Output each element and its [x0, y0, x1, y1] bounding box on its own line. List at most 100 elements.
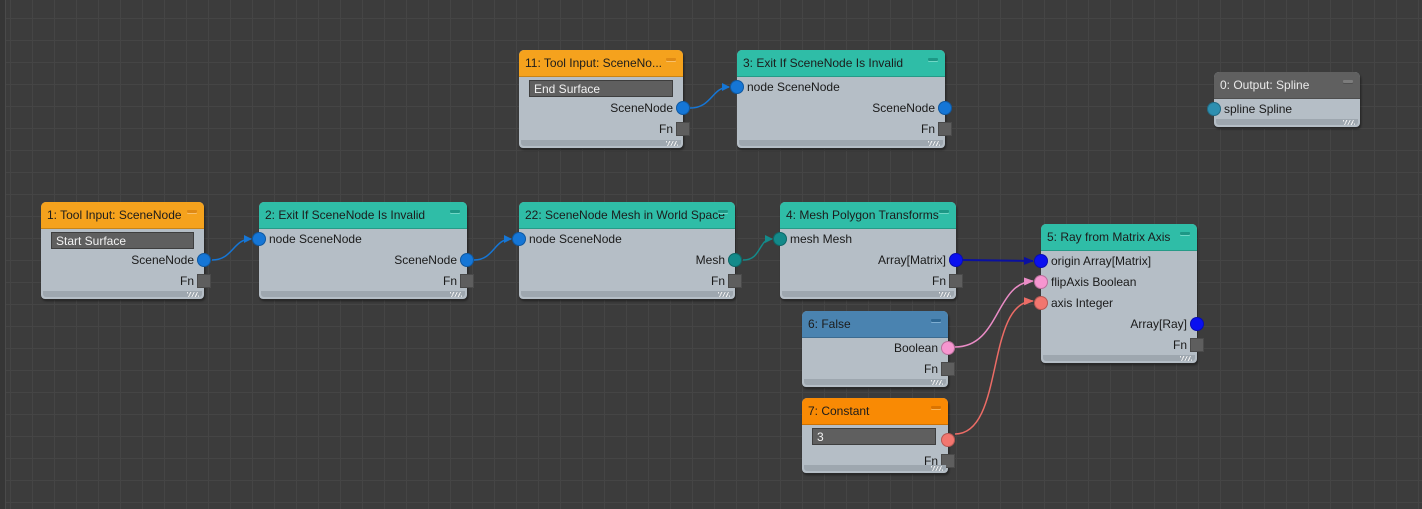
- node-scenenode-mesh-world-space[interactable]: 22: SceneNode Mesh in World Space node S…: [512, 202, 742, 299]
- resize-grip-icon[interactable]: [450, 292, 462, 297]
- input-label: node SceneNode: [529, 232, 622, 246]
- node-title: 22: SceneNode Mesh in World Space: [525, 208, 725, 222]
- node-header[interactable]: 5: Ray from Matrix Axis: [1041, 224, 1197, 251]
- minimize-icon[interactable]: [1343, 80, 1353, 83]
- minimize-icon[interactable]: [931, 319, 941, 322]
- fn-label: Fn: [658, 122, 673, 136]
- fn-port[interactable]: [676, 122, 690, 136]
- node-tool-input-end-surface[interactable]: 11: Tool Input: SceneNo... End Surface S…: [519, 50, 690, 148]
- wire-2-to-22[interactable]: [473, 235, 512, 261]
- node-header[interactable]: 0: Output: Spline: [1214, 72, 1360, 99]
- minimize-icon[interactable]: [928, 58, 938, 61]
- scenenode-output-port[interactable]: [676, 101, 690, 115]
- input-label: flipAxis Boolean: [1051, 275, 1137, 289]
- mesh-output-port[interactable]: [728, 253, 742, 267]
- fn-port[interactable]: [949, 274, 963, 288]
- integer-output-port[interactable]: [941, 433, 955, 447]
- wire-6-to-5[interactable]: [954, 277, 1034, 348]
- resize-grip-icon[interactable]: [928, 141, 940, 146]
- node-tool-input-start-surface[interactable]: 1: Tool Input: SceneNode Start Surface S…: [41, 202, 211, 299]
- output-label: Array[Ray]: [1130, 317, 1187, 331]
- node-footer: [1043, 355, 1195, 361]
- input-label: axis Integer: [1051, 296, 1114, 310]
- scenenode-output-port[interactable]: [460, 253, 474, 267]
- node-mesh-polygon-transforms[interactable]: 4: Mesh Polygon Transforms mesh Mesh Arr…: [773, 202, 963, 299]
- canvas-left-edge: [0, 0, 6, 509]
- input-label: spline Spline: [1224, 102, 1293, 116]
- node-header[interactable]: 4: Mesh Polygon Transforms: [780, 202, 956, 229]
- node-input-port[interactable]: [730, 80, 744, 94]
- fn-port[interactable]: [941, 362, 955, 376]
- resize-grip-icon[interactable]: [931, 380, 943, 385]
- constant-value-field[interactable]: 3: [812, 428, 936, 445]
- minimize-icon[interactable]: [187, 210, 197, 213]
- surface-name-field[interactable]: End Surface: [529, 80, 673, 97]
- node-header[interactable]: 2: Exit If SceneNode Is Invalid: [259, 202, 467, 229]
- node-title: 11: Tool Input: SceneNo...: [525, 56, 662, 70]
- scenenode-output-port[interactable]: [938, 101, 952, 115]
- fn-label: Fn: [920, 122, 935, 136]
- node-exit-if-scenenode-invalid-3[interactable]: 3: Exit If SceneNode Is Invalid node Sce…: [730, 50, 952, 148]
- resize-grip-icon[interactable]: [1343, 120, 1355, 125]
- node-header[interactable]: 11: Tool Input: SceneNo...: [519, 50, 683, 77]
- node-constant[interactable]: 7: Constant 3 Fn: [802, 398, 955, 473]
- node-footer: [782, 291, 954, 297]
- origin-input-port[interactable]: [1034, 254, 1048, 268]
- node-header[interactable]: 7: Constant: [802, 398, 948, 425]
- node-exit-if-scenenode-invalid-2[interactable]: 2: Exit If SceneNode Is Invalid node Sce…: [252, 202, 474, 299]
- minimize-icon[interactable]: [1180, 232, 1190, 235]
- output-label: SceneNode: [394, 253, 457, 267]
- resize-grip-icon[interactable]: [1180, 356, 1192, 361]
- spline-input-port[interactable]: [1207, 102, 1221, 116]
- minimize-icon[interactable]: [718, 210, 728, 213]
- surface-name-field[interactable]: Start Surface: [51, 232, 194, 249]
- node-footer: [521, 291, 733, 297]
- wire-7-to-5[interactable]: [954, 297, 1034, 435]
- node-title: 4: Mesh Polygon Transforms: [786, 208, 939, 222]
- fn-label: Fn: [931, 274, 946, 288]
- wire-22-to-4[interactable]: [742, 235, 773, 261]
- output-label: Array[Matrix]: [877, 253, 946, 267]
- resize-grip-icon[interactable]: [666, 141, 678, 146]
- wire-4-to-5[interactable]: [962, 256, 1034, 265]
- fn-port[interactable]: [728, 274, 742, 288]
- node-input-port[interactable]: [512, 232, 526, 246]
- array-ray-output-port[interactable]: [1190, 317, 1204, 331]
- wire-11-to-3[interactable]: [689, 83, 730, 109]
- input-label: node SceneNode: [747, 80, 840, 94]
- output-label: SceneNode: [872, 101, 935, 115]
- node-false-boolean[interactable]: 6: False Boolean Fn: [802, 311, 955, 387]
- boolean-output-port[interactable]: [941, 341, 955, 355]
- fn-port[interactable]: [1190, 338, 1204, 352]
- array-matrix-output-port[interactable]: [949, 253, 963, 267]
- axis-input-port[interactable]: [1034, 296, 1048, 310]
- resize-grip-icon[interactable]: [939, 292, 951, 297]
- fn-port[interactable]: [460, 274, 474, 288]
- output-label: SceneNode: [610, 101, 673, 115]
- wire-1-to-2[interactable]: [211, 235, 252, 261]
- fn-port[interactable]: [938, 122, 952, 136]
- fn-port[interactable]: [941, 454, 955, 468]
- node-input-port[interactable]: [252, 232, 266, 246]
- fn-port[interactable]: [197, 274, 211, 288]
- scenenode-output-port[interactable]: [197, 253, 211, 267]
- node-title: 6: False: [808, 317, 851, 331]
- node-header[interactable]: 3: Exit If SceneNode Is Invalid: [737, 50, 945, 77]
- node-ray-from-matrix-axis[interactable]: 5: Ray from Matrix Axis origin Array[Mat…: [1034, 224, 1204, 363]
- node-footer: [804, 379, 946, 385]
- fn-label: Fn: [923, 362, 938, 376]
- resize-grip-icon[interactable]: [187, 292, 199, 297]
- mesh-input-port[interactable]: [773, 232, 787, 246]
- node-title: 0: Output: Spline: [1220, 78, 1310, 92]
- minimize-icon[interactable]: [666, 58, 676, 61]
- node-header[interactable]: 1: Tool Input: SceneNode: [41, 202, 204, 229]
- node-output-spline[interactable]: 0: Output: Spline spline Spline: [1207, 72, 1360, 127]
- resize-grip-icon[interactable]: [931, 466, 943, 471]
- minimize-icon[interactable]: [931, 406, 941, 409]
- node-header[interactable]: 6: False: [802, 311, 948, 338]
- minimize-icon[interactable]: [450, 210, 460, 213]
- resize-grip-icon[interactable]: [718, 292, 730, 297]
- node-header[interactable]: 22: SceneNode Mesh in World Space: [519, 202, 735, 229]
- flipaxis-input-port[interactable]: [1034, 275, 1048, 289]
- minimize-icon[interactable]: [939, 210, 949, 213]
